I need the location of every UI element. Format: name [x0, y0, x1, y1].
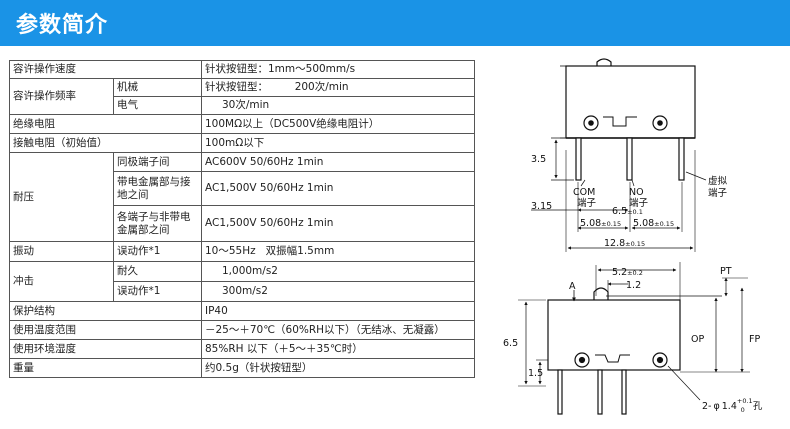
header-banner: 参数简介 [0, 0, 790, 46]
switch-body-outline [565, 65, 696, 139]
fp-label: FP [749, 334, 760, 345]
spec-label: 使用环境湿度 [9, 339, 202, 359]
dim-5-2-label: 5.2±0.2 [612, 267, 643, 278]
table-row: 使用环境湿度 85%RH 以下（＋5～＋35℃时） [9, 339, 475, 359]
spec-value: 100MΩ以上（DC500V绝缘电阻计） [201, 114, 475, 134]
dummy-terminal-pin [678, 137, 685, 181]
a-label: A [569, 281, 576, 292]
spec-sub-label: 各端子与非带电金属部之间 [113, 205, 202, 242]
dim-3-15-label: 3.15 [531, 201, 552, 212]
dim-6-5-side-label: 6.5 [503, 338, 518, 349]
dummy-terminal-sub: 端子 [708, 187, 728, 199]
table-row: 耐压 同极端子间 AC600V 50/60Hz 1min [9, 152, 475, 242]
spec-label: 绝缘电阻 [9, 114, 202, 134]
com-terminal-label: COM [573, 187, 595, 198]
com-terminal-pin [575, 137, 582, 181]
spec-label: 容许操作频率 [9, 78, 114, 115]
dim-3-5-label: 3.5 [531, 154, 546, 165]
spec-value: 1,000m/s2 [201, 261, 475, 282]
mounting-hole [583, 115, 599, 131]
no-terminal-pin [626, 137, 633, 181]
spec-table: 容许操作速度 针状按钮型：1mm～500mm/s 容许操作频率 机械 针状按钮型… [9, 60, 475, 378]
table-row: 重量 约0.5g（针状按钮型） [9, 358, 475, 378]
spec-value: 300m/s2 [201, 281, 475, 302]
spec-label: 保护结构 [9, 301, 202, 321]
spec-value: 85%RH 以下（＋5～＋35℃时） [201, 339, 475, 359]
spec-label: 重量 [9, 358, 202, 378]
table-row: 各端子与非带电金属部之间 AC1,500V 50/60Hz 1min [10, 205, 475, 242]
dummy-terminal-label: 虚拟 [708, 175, 728, 187]
op-label: OP [691, 334, 704, 345]
actuator-button [596, 58, 612, 66]
spec-value: 10～55Hz 双振幅1.5mm [201, 241, 475, 262]
side-view-drawing [518, 262, 750, 415]
spec-sub-label: 同极端子间 [113, 152, 202, 172]
dim-5-08-left-label: 5.08±0.15 [580, 218, 621, 229]
dim-5-08-right-label: 5.08±0.15 [633, 218, 674, 229]
no-terminal-label: NO [629, 187, 644, 198]
no-terminal-sub: 端子 [629, 197, 649, 209]
dim-1-5-label: 1.5 [528, 368, 543, 379]
spec-value: 针状按钮型：1mm～500mm/s [201, 60, 475, 79]
pt-label: PT [720, 266, 732, 277]
page-title: 参数简介 [16, 13, 109, 38]
com-terminal-sub: 端子 [577, 197, 597, 209]
table-row: 保护结构 IP40 [9, 301, 475, 321]
dim-6-5-label: 6.5±0.1 [612, 206, 643, 217]
top-view-drawing [531, 58, 707, 252]
spec-label: 容许操作速度 [9, 60, 202, 79]
dim-1-2-label: 1.2 [626, 280, 641, 291]
table-row: 接触电阻（初始值） 100mΩ以下 [9, 133, 475, 153]
table-row: 容许操作频率 机械 针状按钮型： 200次/min [9, 78, 475, 115]
table-row: 容许操作速度 针状按钮型：1mm～500mm/s [9, 60, 475, 79]
spec-sub-label: 带电金属部与接地之间 [113, 171, 202, 206]
table-row: 误动作*1 300m/s2 [10, 281, 475, 302]
table-row: 绝缘电阻 100MΩ以上（DC500V绝缘电阻计） [9, 114, 475, 134]
dim-12-8-label: 12.8±0.15 [604, 238, 645, 249]
spec-label: 接触电阻（初始值） [9, 133, 202, 153]
mounting-hole [652, 115, 668, 131]
table-row: 振动 误动作*1 10～55Hz 双振幅1.5mm [9, 241, 475, 262]
spec-value: 约0.5g（针状按钮型） [201, 358, 475, 378]
